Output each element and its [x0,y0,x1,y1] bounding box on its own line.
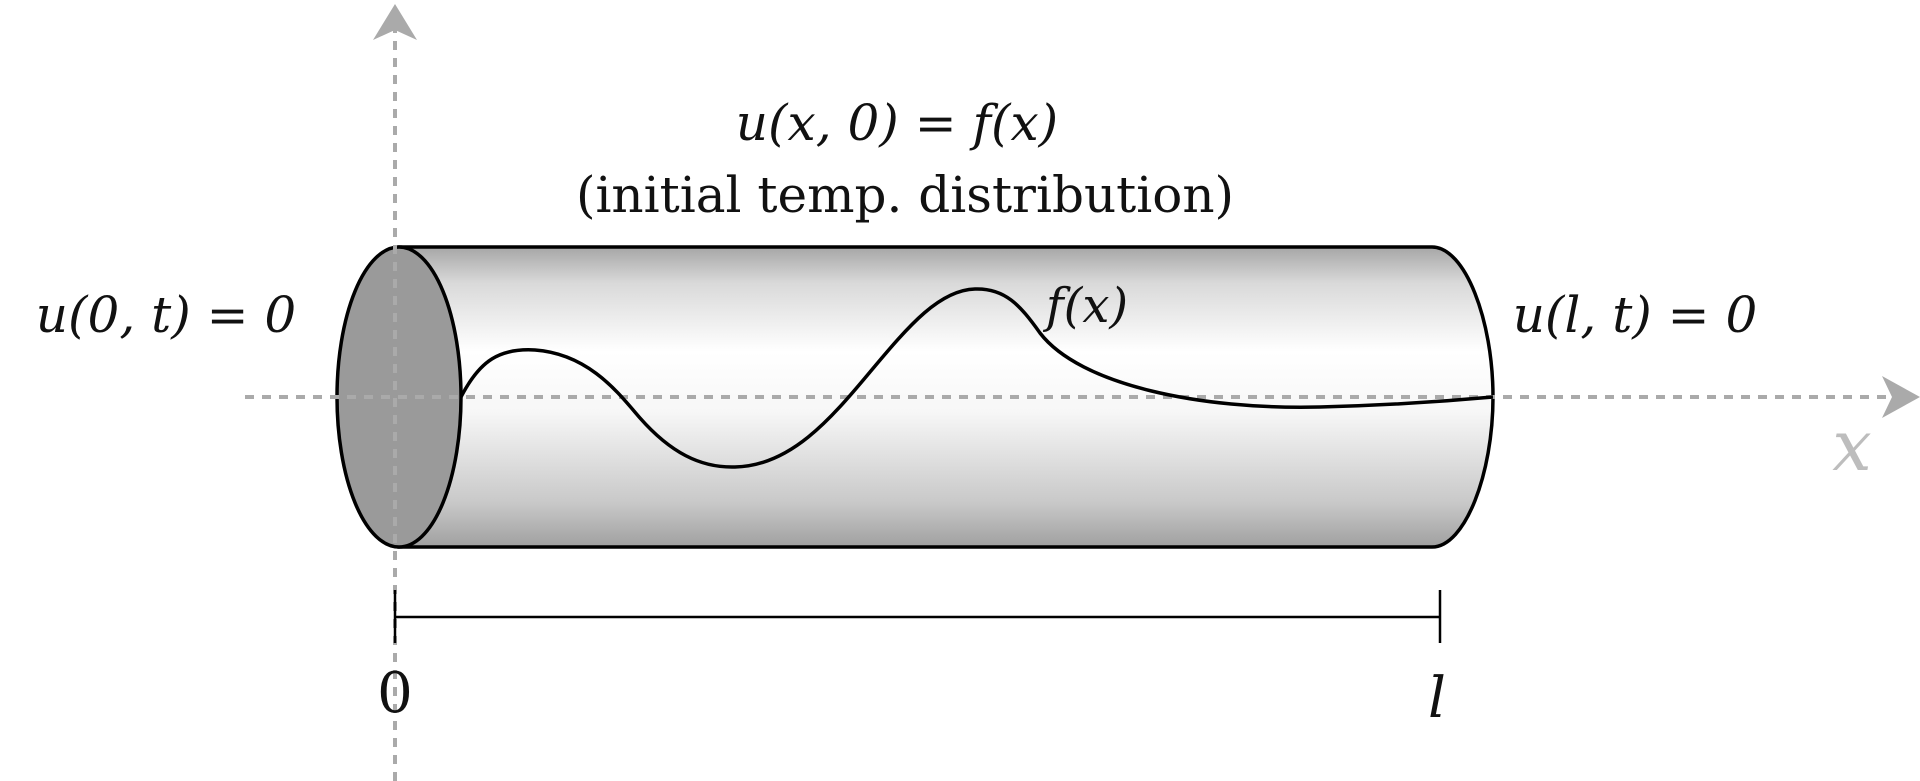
length-tick-label: l [1428,666,1446,731]
initial-temperature-curve [459,287,1494,469]
initial-condition-label: u(x, 0) = f(x) [736,94,1058,152]
initial-caption-label: (initial temp. distribution) [576,166,1234,224]
left-boundary-label: u(0, t) = 0 [36,286,296,344]
x-axis-label: x [1832,405,1871,487]
right-boundary-label: u(l, t) = 0 [1513,286,1758,344]
origin-tick-label: 0 [377,661,413,726]
x-axis-arrow-icon [1882,376,1920,418]
vertical-axis-arrow-icon [373,4,417,40]
curve-label: f(x) [1043,278,1128,334]
